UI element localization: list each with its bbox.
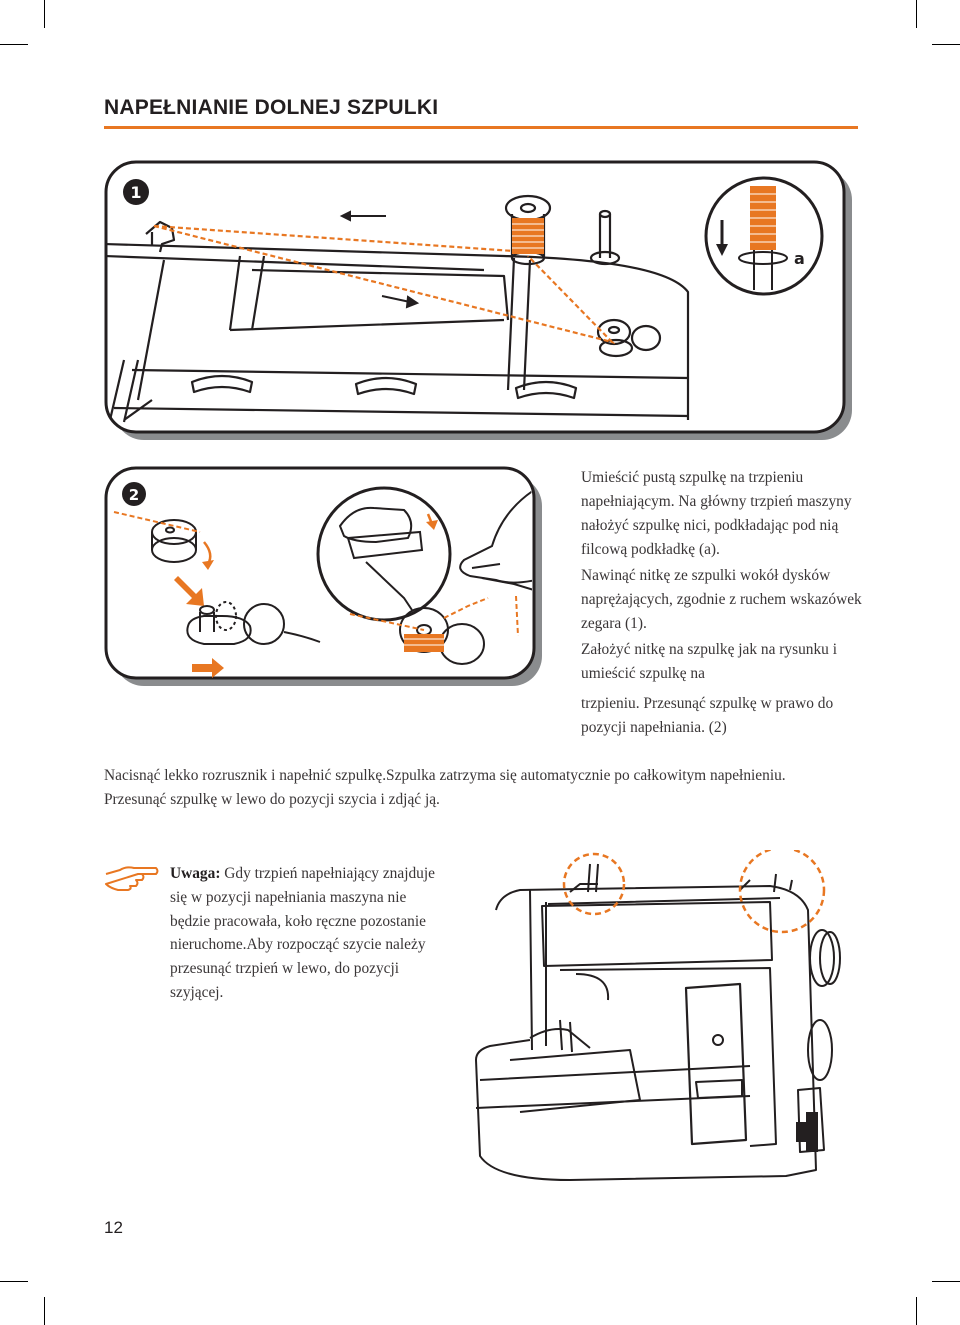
note-block: Uwaga: Gdy trzpień napełniający znajduje… bbox=[170, 862, 440, 1005]
note-text: Gdy trzpień napełniający znajduje się w … bbox=[170, 865, 435, 1001]
crop-mark bbox=[44, 0, 45, 28]
step-2-number: 2 bbox=[129, 486, 139, 504]
sewing-machine-illustration bbox=[475, 850, 841, 1181]
crop-mark bbox=[932, 1281, 960, 1282]
page-number: 12 bbox=[104, 1218, 123, 1237]
crop-mark bbox=[0, 1281, 28, 1282]
crop-mark bbox=[0, 44, 28, 45]
callout-a-label: a bbox=[794, 249, 805, 268]
crop-mark bbox=[44, 1297, 45, 1325]
instruction-paragraph-2: Nawinąć nitkę ze szpulki wokół dysków na… bbox=[581, 567, 862, 632]
instruction-paragraph-3b: trzpieniu. Przesunąć szpulkę w prawo do … bbox=[581, 695, 834, 736]
crop-mark bbox=[916, 1297, 917, 1325]
instruction-paragraph-1: Umieścić pustą szpulkę na trzpieniu nape… bbox=[581, 469, 852, 558]
crop-mark bbox=[932, 44, 960, 45]
title-underline bbox=[104, 126, 858, 129]
note-label: Uwaga: bbox=[170, 865, 221, 882]
pointing-hand-icon bbox=[105, 866, 159, 891]
crop-mark bbox=[916, 0, 917, 28]
instruction-paragraph-3a: Założyć nitkę na szpulkę jak na rysunku … bbox=[581, 641, 838, 682]
instruction-paragraph-4: Nacisnąć lekko rozrusznik i napełnić szp… bbox=[104, 767, 786, 808]
figure-1-thread-path: 1 a bbox=[104, 160, 852, 440]
instructions-column: Umieścić pustą szpulkę na trzpieniu nape… bbox=[581, 466, 866, 740]
step-1-number: 1 bbox=[130, 183, 141, 202]
figure-2-bobbin-winder: 2 bbox=[104, 466, 542, 686]
page-title: NAPEŁNIANIE DOLNEJ SZPULKI bbox=[104, 96, 439, 119]
